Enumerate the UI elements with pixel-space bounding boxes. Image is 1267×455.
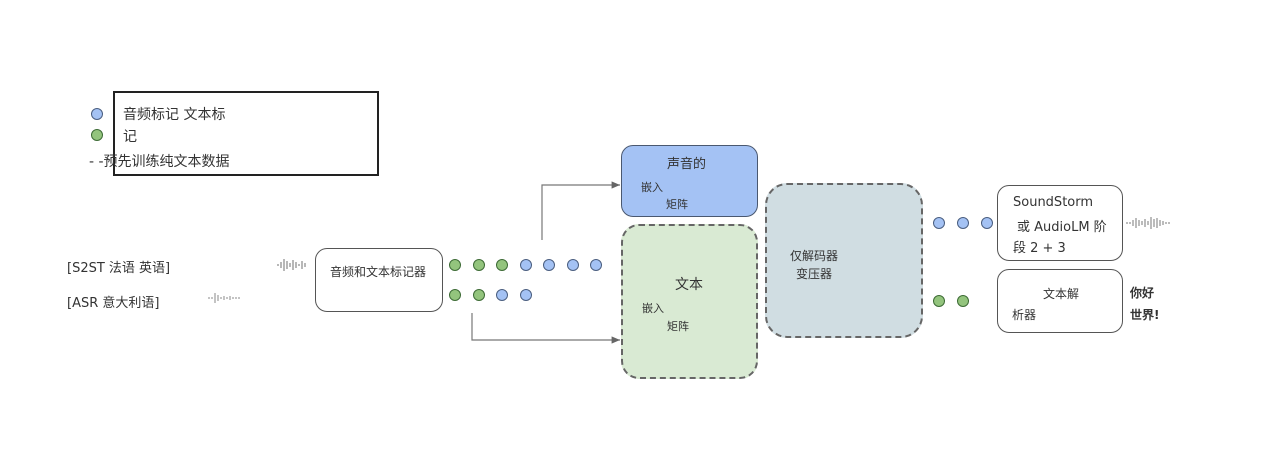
soundstorm-box: SoundStorm 或 AudioLM 阶 段 2 + 3 xyxy=(997,185,1123,261)
legend-audio-label: 音频标记 文本标 xyxy=(123,107,226,123)
audio-token-dot xyxy=(519,289,532,301)
text-detokenizer-line1: 文本解 xyxy=(1043,287,1080,301)
decoder-box: 仅解码器 变压器 xyxy=(765,183,923,338)
text-token-dot xyxy=(449,289,461,301)
audio-token-dot xyxy=(519,259,532,271)
waveform-icon xyxy=(1126,217,1170,229)
waveform-icon xyxy=(277,259,306,271)
audio-embedding-title: 声音的 xyxy=(667,157,707,172)
text-token-dot xyxy=(472,259,485,271)
audio-token-dot xyxy=(933,217,945,229)
legend-dashed-label: - -预先训练纯文本数据 xyxy=(89,154,230,170)
soundstorm-line2: 或 AudioLM 阶 xyxy=(1017,220,1107,235)
audio-embedding-box: 声音的 嵌入 矩阵 xyxy=(621,145,758,217)
text-token-dot xyxy=(957,295,969,307)
audio-token-dot xyxy=(566,259,579,271)
legend-audio-token-dot xyxy=(91,108,103,120)
text-embedding-line2: 矩阵 xyxy=(667,320,689,333)
text-output-line2: 世界! xyxy=(1130,308,1160,322)
text-embedding-box: 文本 嵌入 矩阵 xyxy=(621,224,758,379)
input-s2st-label: [S2ST 法语 英语] xyxy=(67,261,171,276)
text-embedding-title: 文本 xyxy=(675,277,703,293)
audio-embedding-line2: 矩阵 xyxy=(666,198,688,211)
input-asr-label: [ASR 意大利语] xyxy=(67,296,160,311)
soundstorm-line1: SoundStorm xyxy=(1013,195,1094,210)
audio-token-dot xyxy=(590,259,602,271)
waveform-icon xyxy=(208,293,240,303)
text-token-dot xyxy=(449,259,461,271)
decoder-line2: 变压器 xyxy=(796,267,833,281)
text-detokenizer-box: 文本解 析器 xyxy=(997,269,1123,333)
text-token-dot xyxy=(933,295,945,307)
audio-token-dot xyxy=(981,217,993,229)
tokenizer-box: 音频和文本标记器 xyxy=(315,248,443,312)
soundstorm-line3: 段 2 + 3 xyxy=(1013,241,1066,256)
arrow-to-text-embedding xyxy=(471,313,620,344)
text-embedding-line1: 嵌入 xyxy=(642,302,664,315)
audio-embedding-line1: 嵌入 xyxy=(641,181,663,194)
legend-box xyxy=(113,91,379,176)
text-detokenizer-line2: 析器 xyxy=(1012,308,1037,322)
text-output-line1: 你好 xyxy=(1130,286,1155,300)
audio-token-dot xyxy=(496,289,508,301)
text-token-dot xyxy=(472,289,485,301)
audio-token-dot xyxy=(957,217,969,229)
decoder-line1: 仅解码器 xyxy=(790,249,839,263)
audio-token-dot xyxy=(543,259,555,271)
arrow-to-audio-embedding xyxy=(541,181,620,240)
legend-text-token-dot xyxy=(91,129,103,141)
legend-text-label: 记 xyxy=(123,129,137,145)
tokenizer-label: 音频和文本标记器 xyxy=(330,265,427,279)
text-token-dot xyxy=(496,259,508,271)
